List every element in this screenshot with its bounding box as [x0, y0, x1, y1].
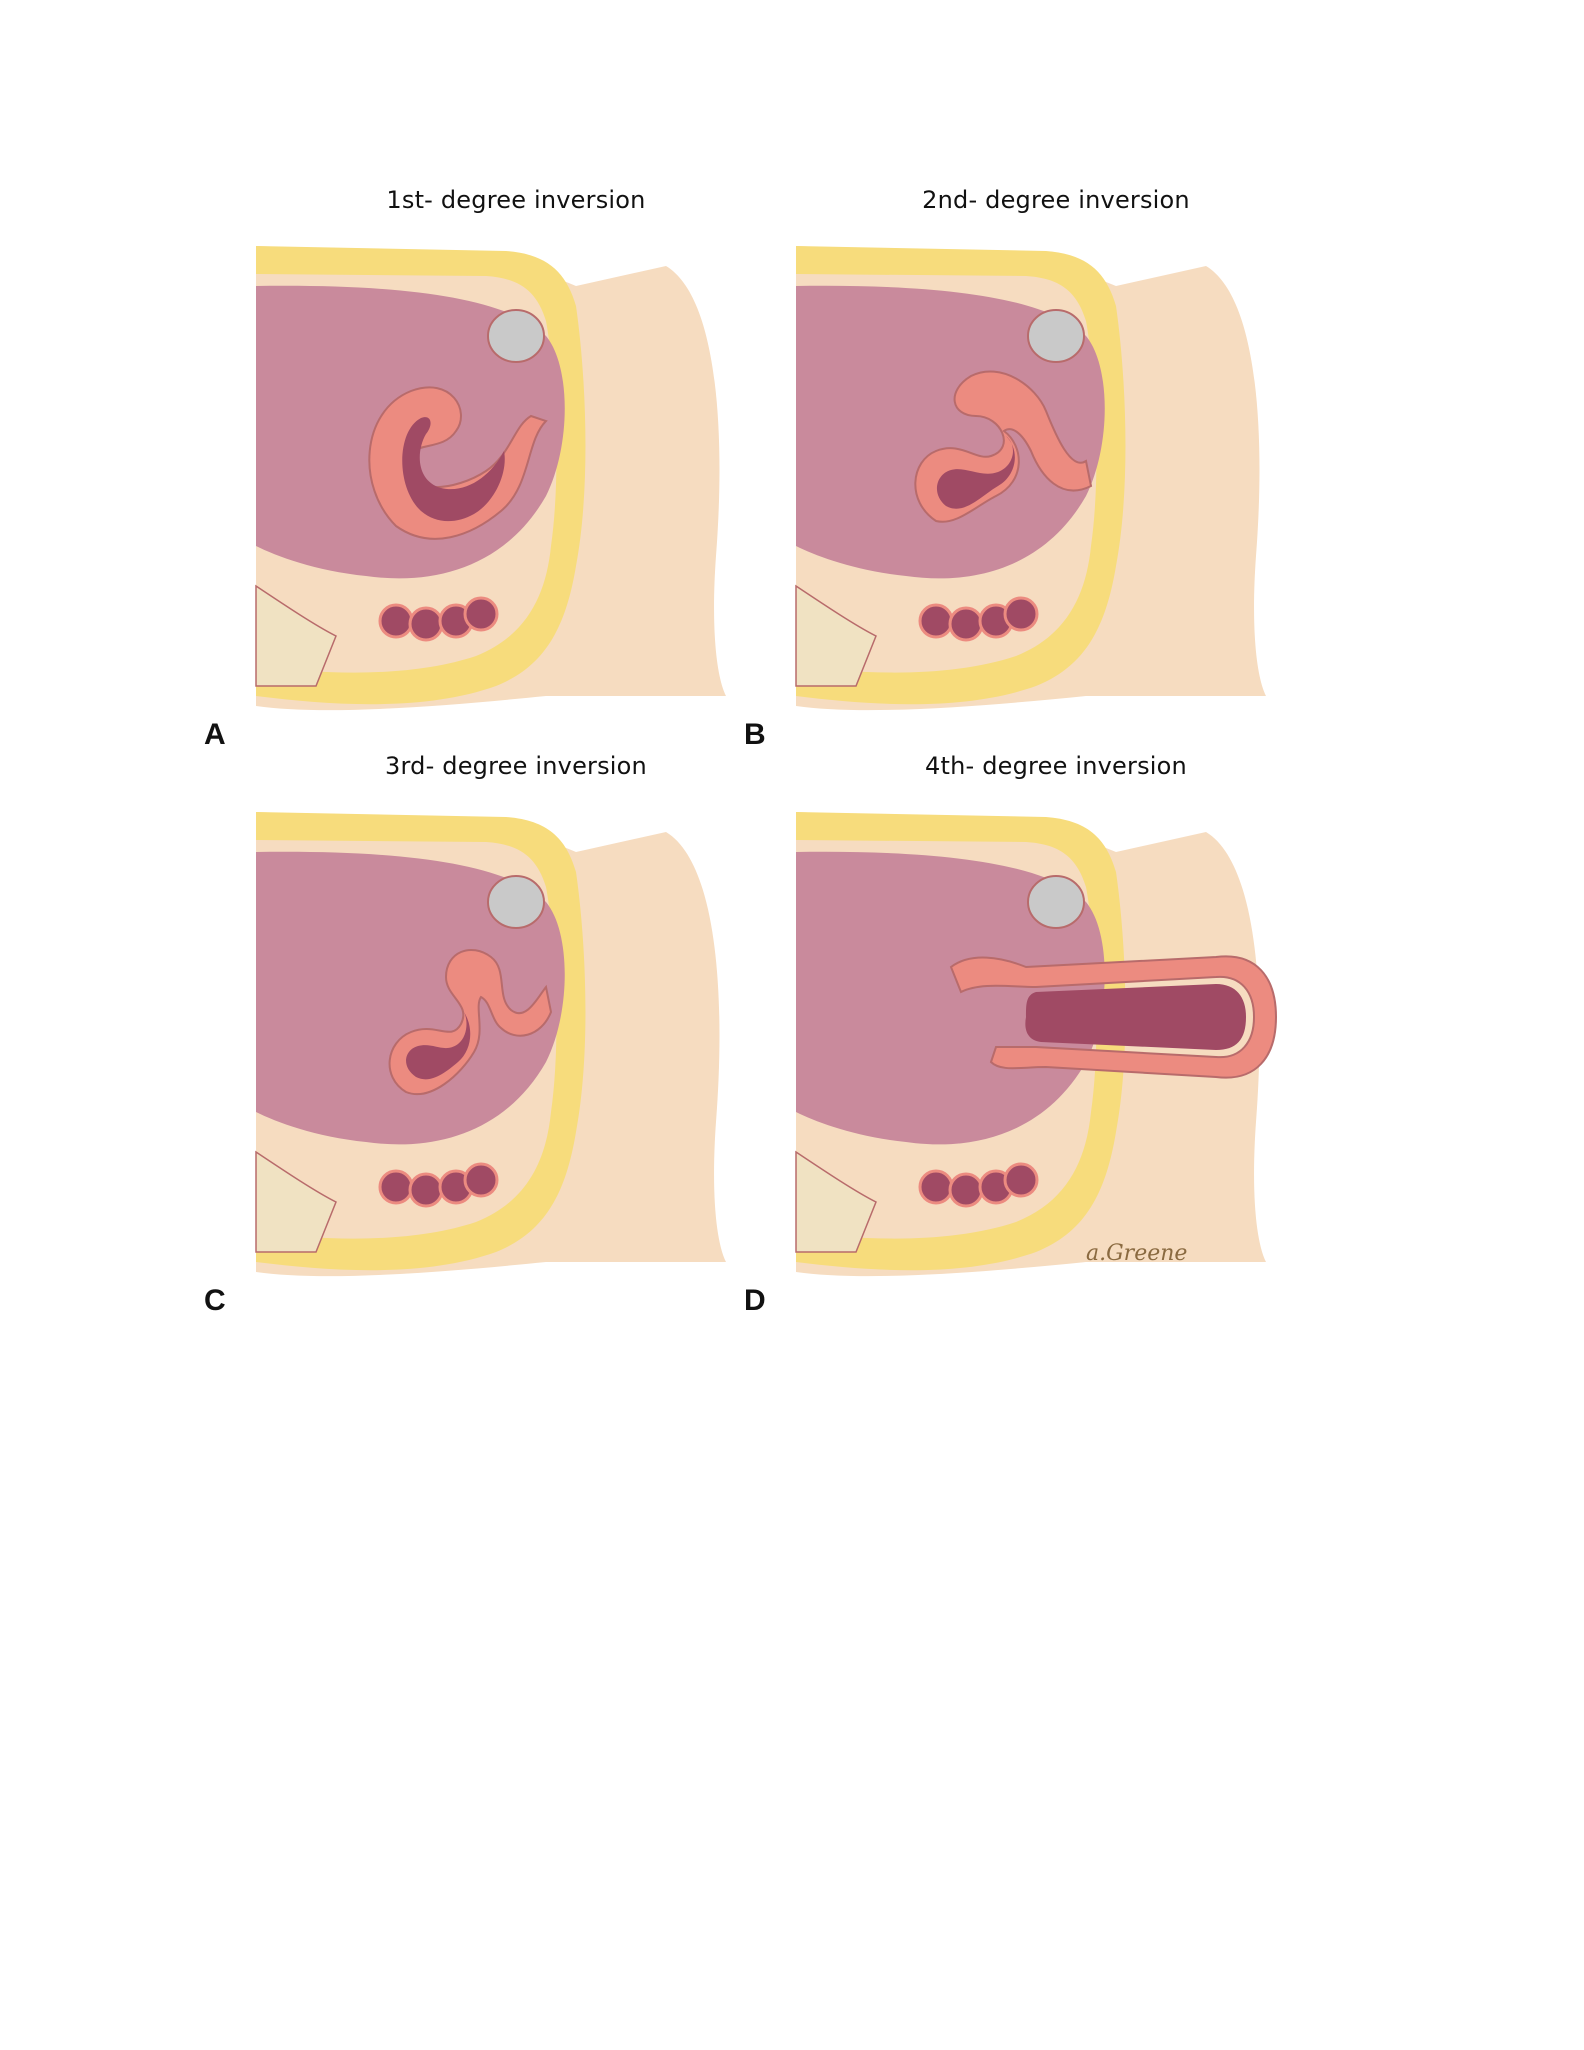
- panel-letter: D: [744, 1284, 766, 1317]
- uterine-cavity: [1025, 984, 1246, 1050]
- bowel-loop: [918, 603, 954, 639]
- uterine-cavity: [936, 436, 1015, 509]
- sacrum: [255, 1150, 337, 1253]
- bladder: [487, 875, 545, 929]
- anatomy-illustration: [255, 812, 726, 1277]
- fat-layer: [796, 246, 1126, 705]
- artist-signature: a.Greene: [1086, 1241, 1187, 1266]
- bowel-loops: [918, 1162, 1039, 1208]
- fat-layer: [256, 812, 586, 1271]
- sacrum: [795, 1150, 877, 1253]
- bowel-loop: [408, 1172, 444, 1208]
- bowel-loop: [463, 596, 499, 632]
- panel-letter: A: [204, 718, 226, 751]
- panel-a: 1st- degree inversion A: [204, 186, 786, 751]
- bladder: [1027, 309, 1085, 363]
- bowel-loop: [1003, 1162, 1039, 1198]
- panel-letter: B: [744, 718, 766, 751]
- panel-letter: C: [204, 1284, 226, 1317]
- anatomy-illustration: [255, 246, 726, 711]
- bowel-loop: [378, 1169, 414, 1205]
- fat-layer: [256, 246, 586, 705]
- uterus-wall: [949, 955, 1278, 1079]
- sacrum: [255, 584, 337, 687]
- anatomy-illustration: [795, 246, 1266, 711]
- bowel-loop: [1003, 596, 1039, 632]
- anatomy-illustration: a.Greene: [795, 812, 1278, 1277]
- panel-title: 1st- degree inversion: [386, 186, 646, 214]
- uterine-cavity: [406, 1012, 471, 1080]
- fat-layer: [796, 812, 1126, 1271]
- panel-b: 2nd- degree inversion B: [744, 186, 1326, 751]
- bowel-loop: [948, 1172, 984, 1208]
- abdominal-cavity: [256, 851, 565, 1145]
- abdominal-cavity: [796, 285, 1105, 579]
- bowel-loops: [378, 1162, 499, 1208]
- panel-c: 3rd- degree inversion C: [204, 752, 786, 1317]
- abdominal-cavity: [796, 851, 1105, 1145]
- bowel-loops: [378, 596, 499, 642]
- bowel-loops: [918, 596, 1039, 642]
- panel-title: 4th- degree inversion: [925, 752, 1187, 780]
- panel-title: 3rd- degree inversion: [385, 752, 647, 780]
- bowel-loop: [948, 606, 984, 642]
- uterine-cavity: [402, 417, 505, 522]
- bowel-loop: [463, 1162, 499, 1198]
- bowel-loop: [408, 606, 444, 642]
- bowel-loop: [918, 1169, 954, 1205]
- panel-title: 2nd- degree inversion: [922, 186, 1190, 214]
- bowel-loop: [378, 603, 414, 639]
- bladder: [1027, 875, 1085, 929]
- bladder: [487, 309, 545, 363]
- panel-d: 4th- degree inversion a.Greene D: [744, 752, 1326, 1317]
- sacrum: [795, 584, 877, 687]
